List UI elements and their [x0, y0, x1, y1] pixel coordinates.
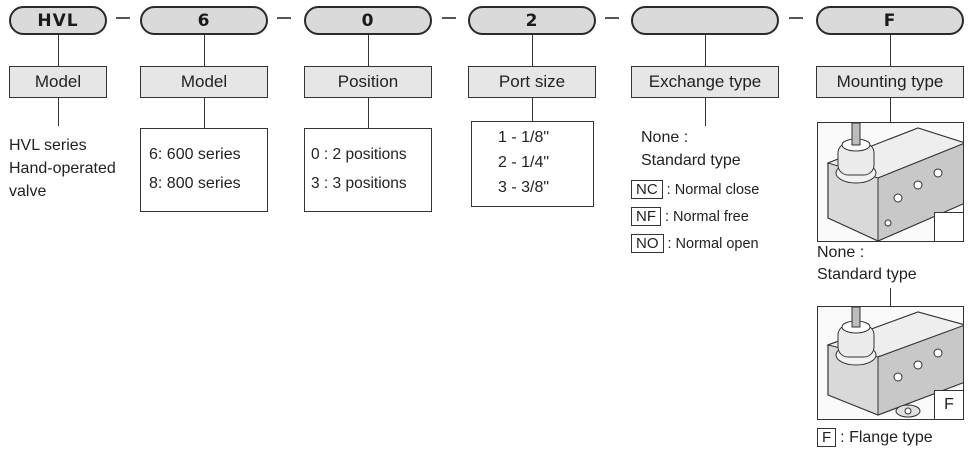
- series-option: 8: 800 series: [149, 175, 241, 192]
- valve-flange-illustration-icon: [826, 307, 963, 418]
- port-size-option: 3 - 3/8": [498, 179, 550, 196]
- series-options-box: 6: 600 series 8: 800 series: [140, 128, 268, 212]
- connector-line: [890, 288, 892, 306]
- label-model-series: Model: [140, 66, 268, 98]
- separator-dash: [116, 17, 130, 19]
- exchange-option-no: NO: Normal open: [631, 234, 759, 253]
- port-size-options-box: 1 - 1/8" 2 - 1/4" 3 - 3/8": [471, 121, 594, 207]
- option-text: : Normal free: [665, 209, 749, 225]
- standard-mount-image: [817, 122, 964, 242]
- connector-line: [532, 35, 534, 66]
- standard-corner-badge: [934, 212, 963, 241]
- exchange-default-text: Standard type: [641, 152, 741, 169]
- code-badge: NO: [631, 234, 664, 253]
- code-pill-model: HVL: [9, 6, 107, 35]
- series-option: 6: 600 series: [149, 146, 241, 163]
- label-model: Model: [9, 66, 107, 98]
- label-port-size: Port size: [468, 66, 596, 98]
- label-exchange-type: Exchange type: [631, 66, 779, 98]
- mount-flange-option: F: Flange type: [817, 428, 933, 447]
- exchange-option-nf: NF: Normal free: [631, 207, 749, 226]
- flange-mount-image: F: [817, 306, 964, 420]
- code-pill-port-size: 2: [468, 6, 596, 35]
- code-pill-series: 6: [140, 6, 268, 35]
- connector-line: [58, 98, 60, 126]
- exchange-option-nc: NC: Normal close: [631, 180, 759, 199]
- mount-standard-label: None :: [817, 244, 865, 261]
- separator-dash: [442, 17, 456, 19]
- port-size-option: 1 - 1/8": [498, 129, 550, 146]
- separator-dash: [277, 17, 291, 19]
- position-options-box: 0 : 2 positions 3 : 3 positions: [304, 128, 432, 212]
- mount-standard-text: Standard type: [817, 266, 917, 283]
- label-position: Position: [304, 66, 432, 98]
- exchange-default-label: None :: [641, 129, 689, 146]
- connector-line: [204, 35, 206, 66]
- code-pill-position: 0: [304, 6, 432, 35]
- code-pill-mounting-type: F: [816, 6, 964, 35]
- code-badge: NF: [631, 207, 661, 226]
- model-desc-line: valve: [9, 183, 47, 200]
- option-text: : Normal close: [666, 182, 760, 198]
- port-size-option: 2 - 1/4": [498, 154, 550, 171]
- model-desc-line: HVL series: [9, 137, 87, 154]
- connector-line: [532, 98, 534, 121]
- connector-line: [368, 98, 370, 128]
- position-option: 0 : 2 positions: [311, 146, 407, 163]
- code-badge: F: [817, 428, 837, 447]
- option-text: : Normal open: [667, 236, 759, 252]
- position-option: 3 : 3 positions: [311, 175, 407, 192]
- code-badge: NC: [631, 180, 663, 199]
- connector-line: [368, 35, 370, 66]
- flange-corner-badge: F: [934, 390, 963, 419]
- option-text: : Flange type: [840, 429, 933, 446]
- connector-line: [890, 35, 892, 66]
- connector-line: [705, 35, 707, 66]
- separator-dash: [605, 17, 619, 19]
- connector-line: [58, 35, 60, 66]
- connector-line: [705, 98, 707, 126]
- connector-line: [890, 98, 892, 122]
- code-pill-exchange-type: [631, 6, 779, 35]
- connector-line: [204, 98, 206, 128]
- valve-illustration-icon: [826, 123, 963, 241]
- model-desc-line: Hand-operated: [9, 160, 116, 177]
- separator-dash: [789, 17, 803, 19]
- label-mounting-type: Mounting type: [816, 66, 964, 98]
